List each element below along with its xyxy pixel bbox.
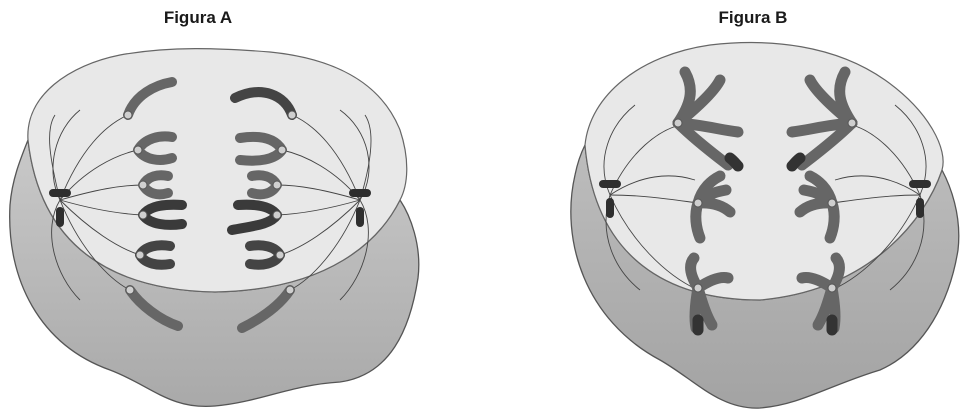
figure-a-cell-diagram — [0, 0, 480, 416]
figure-b-cell-diagram — [480, 0, 960, 416]
